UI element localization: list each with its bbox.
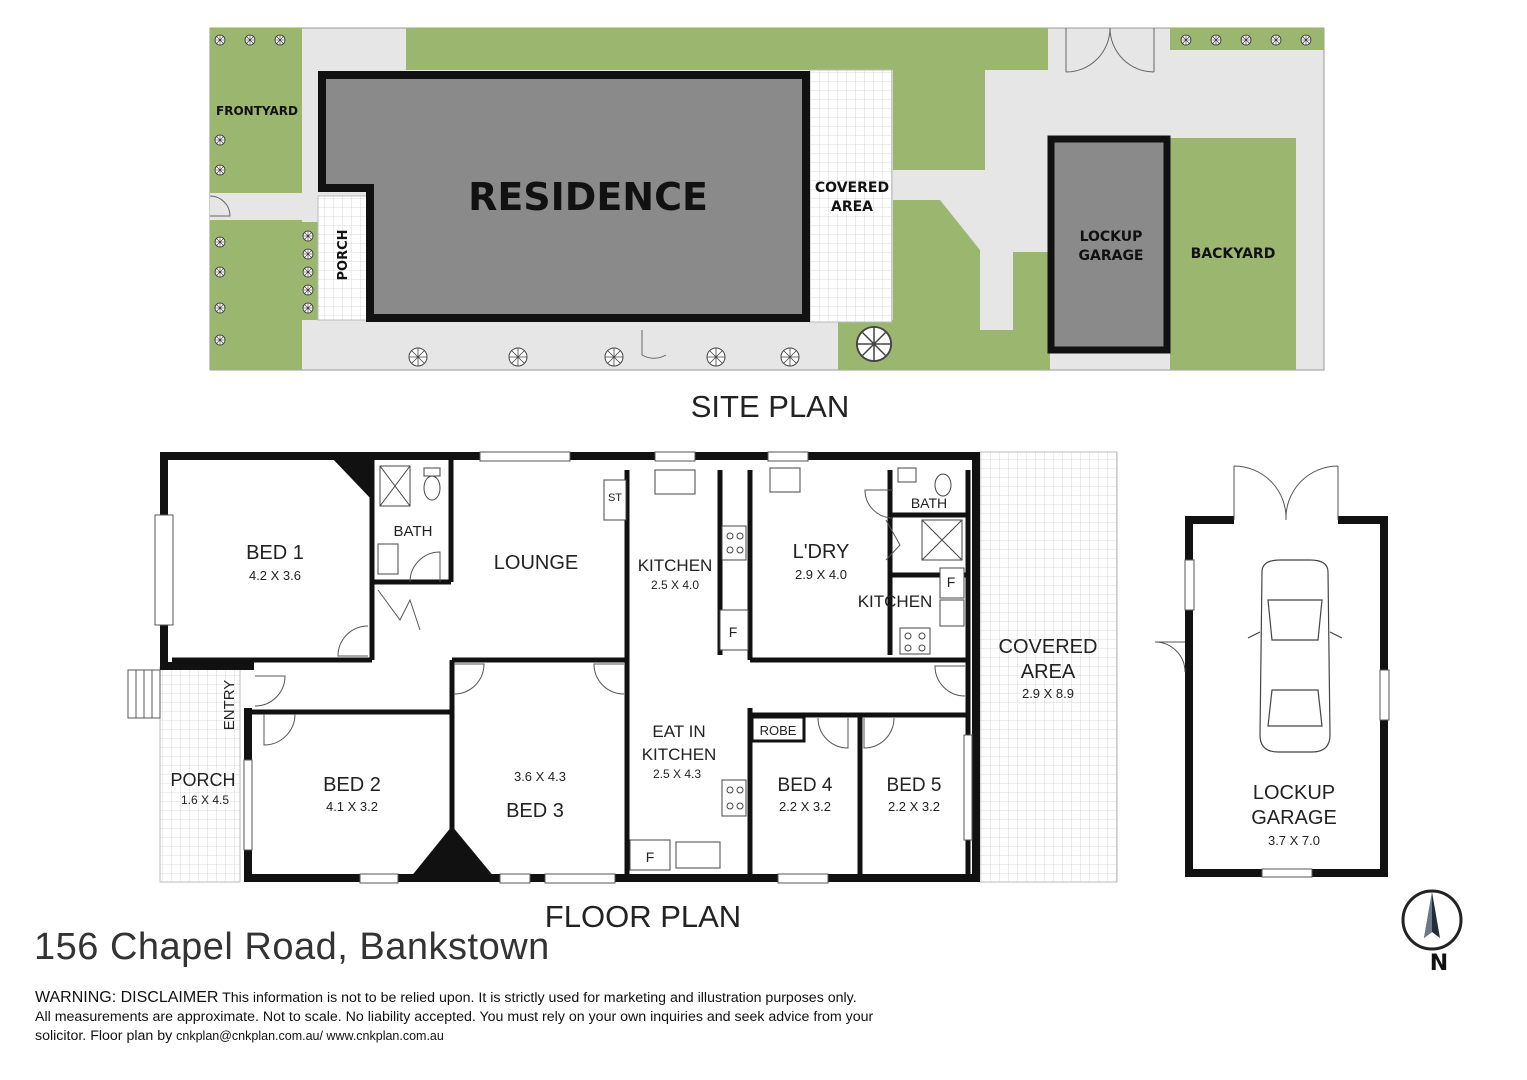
floor-plan-title: FLOOR PLAN [545, 899, 741, 934]
bed1-size: 4.2 X 3.6 [249, 568, 301, 583]
kitchen1-size: 2.5 X 4.0 [651, 578, 699, 592]
laundry-size: 2.9 X 4.0 [795, 567, 847, 582]
porch-label: PORCH [170, 770, 235, 790]
residence-footprint [318, 71, 810, 322]
store-label: ST [608, 492, 622, 504]
kitchen2-label: KITCHEN [858, 592, 933, 611]
bath1-label: BATH [394, 523, 433, 540]
side-gate [641, 330, 667, 359]
exterior-walls [160, 452, 980, 882]
bed1-corner-wall [330, 456, 372, 500]
garage-label-2: GARAGE [1251, 807, 1337, 829]
bath2-label: BATH [911, 495, 947, 511]
backyard-lawn [1170, 138, 1296, 370]
garage-site-label-1: LOCKUP [1080, 229, 1143, 245]
site-plan: FRONTYARD RESIDENCE PORCH COVERED AREA L… [209, 27, 1325, 371]
bed3-corner-wall [410, 826, 495, 878]
backyard-label: BACKYARD [1191, 246, 1276, 262]
covered-area-floor [979, 451, 1118, 883]
garage-door-opening [1234, 516, 1338, 525]
bed2-label: BED 2 [323, 774, 381, 796]
porch-size: 1.6 X 4.5 [181, 793, 229, 807]
eat-in-label-1: EAT IN [652, 722, 705, 741]
fixtures [377, 465, 965, 871]
laundry-label: L'DRY [793, 541, 850, 563]
covered-area-label-2: AREA [831, 199, 873, 215]
car-icon [1247, 559, 1343, 753]
bed4-label: BED 4 [778, 775, 833, 796]
porch-site-label: PORCH [336, 229, 351, 280]
garage-side-door [1154, 641, 1186, 673]
bed1-label: BED 1 [246, 542, 304, 564]
lounge-label: LOUNGE [494, 552, 578, 574]
site-plan-title: SITE PLAN [691, 389, 850, 424]
lawn-mid [893, 70, 985, 170]
residence-label: RESIDENCE [468, 175, 708, 219]
bed5-size: 2.2 X 3.2 [888, 799, 940, 814]
disclaimer-line-1: This information is not to be relied upo… [218, 990, 857, 1006]
garage-site-label-2: GARAGE [1079, 248, 1144, 264]
covered-size: 2.9 X 8.9 [1022, 686, 1074, 701]
covered-area-site [809, 69, 893, 323]
lawn-rear [838, 200, 1050, 370]
fridge-label-2: F [947, 574, 956, 590]
porch-floor [159, 666, 241, 883]
fridge-label-1: F [729, 624, 738, 640]
compass-icon: N [1401, 889, 1463, 976]
eat-in-label-2: KITCHEN [642, 745, 717, 764]
entry-label: ENTRY [221, 680, 238, 731]
frontyard-lawn [210, 28, 302, 193]
floor-plan: BED 1 4.2 X 3.6 BATH LOUNGE ST KITCHEN 2… [127, 451, 1118, 884]
covered-label-1: COVERED [999, 636, 1098, 658]
disclaimer-heading: WARNING: DISCLAIMER [35, 989, 219, 1006]
bed2-size: 4.1 X 3.2 [326, 799, 378, 814]
covered-label-2: AREA [1021, 661, 1076, 683]
garage-footprint [1047, 135, 1171, 354]
bed5-label: BED 5 [887, 775, 942, 796]
garage-window-left [1184, 559, 1195, 611]
property-address: 156 Chapel Road, Bankstown [34, 926, 550, 968]
garage-window-right [1379, 669, 1390, 721]
covered-area-label-1: COVERED [815, 180, 889, 196]
garage-plan: LOCKUP GARAGE 3.7 X 7.0 [1154, 465, 1390, 878]
robe-box [750, 715, 806, 743]
front-lawn-lower [210, 220, 302, 370]
disclaimer-line-3: solicitor. Floor plan by [35, 1028, 177, 1044]
disclaimer-line-2: All measurements are approximate. Not to… [35, 1009, 874, 1025]
eat-in-size: 2.5 X 4.3 [653, 767, 701, 781]
robe-label: ROBE [760, 723, 797, 738]
bed3-size: 3.6 X 4.3 [514, 769, 566, 784]
garage-label-1: LOCKUP [1253, 782, 1335, 804]
bed4-size: 2.2 X 3.2 [779, 799, 831, 814]
windows [154, 451, 973, 884]
disclaimer: WARNING: DISCLAIMER This information is … [35, 988, 975, 1046]
garage-window-bottom [1261, 868, 1313, 878]
front-gate [209, 195, 231, 217]
bed3-label: BED 3 [506, 800, 564, 822]
porch-site [317, 195, 371, 321]
room-labels: BED 1 4.2 X 3.6 BATH LOUNGE ST KITCHEN 2… [170, 492, 1097, 865]
lawn-top [893, 28, 1048, 70]
contact-link[interactable]: cnkplan@cnkplan.com.au/ www.cnkplan.com.… [176, 1029, 444, 1043]
fridge-label-3: F [646, 849, 655, 865]
garage-doors-swing [1233, 465, 1339, 521]
frontyard-label: FRONTYARD [216, 104, 298, 118]
garage-size: 3.7 X 7.0 [1268, 833, 1320, 848]
step-lines [135, 670, 153, 718]
kitchen1-label: KITCHEN [638, 556, 713, 575]
rear-gate [1065, 27, 1155, 73]
interior-walls [172, 456, 971, 878]
north-label: N [1430, 951, 1448, 976]
door-swings [254, 489, 966, 749]
